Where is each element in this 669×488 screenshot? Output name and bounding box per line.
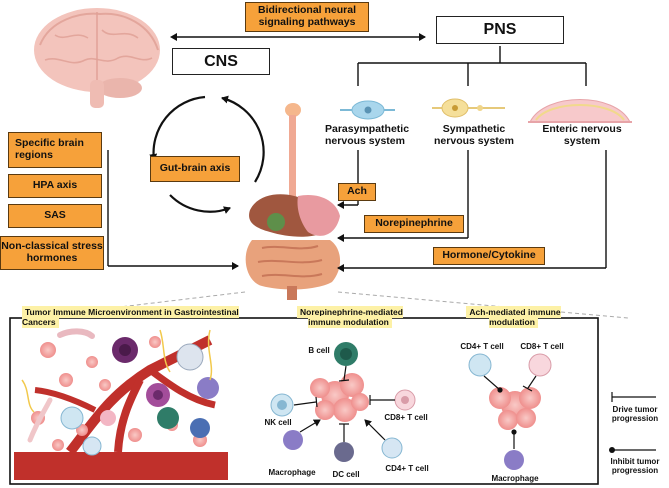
ach-macrophage-label: Macrophage	[491, 474, 539, 483]
ach-label: Ach	[338, 183, 376, 201]
macrophage-label: Macrophage	[268, 468, 316, 477]
hormone-cytokine-label: Hormone/Cytokine	[433, 247, 545, 265]
cd8-t-cell-label: CD8+ T cell	[384, 413, 428, 422]
ne-panel-title: Norepinephrine-mediated immune modulatio…	[290, 306, 410, 328]
cd4-t-cell-label: CD4+ T cell	[385, 464, 429, 473]
brain-factor-specific-regions: Specific brain regions	[8, 132, 102, 168]
ach-panel-title: Ach-mediated immune modulation	[456, 306, 571, 328]
ach-panel-title-text: Ach-mediated immune modulation	[466, 306, 561, 328]
sympathetic-label: Sympathetic nervous system	[434, 123, 514, 148]
ne-panel-title-text: Norepinephrine-mediated immune modulatio…	[297, 306, 403, 328]
brain-factor-sas: SAS	[8, 204, 102, 228]
dc-cell-label: DC cell	[332, 470, 360, 479]
legend-drive-label: Drive tumor progression	[611, 405, 659, 424]
bidirectional-label: Bidirectional neural signaling pathways	[245, 2, 369, 32]
enteric-label: Enteric nervous system	[542, 123, 622, 148]
parasympathetic-neuron-icon	[340, 100, 395, 120]
gut-brain-axis-label: Gut-brain axis	[150, 156, 240, 182]
tme-panel-title: Tumor Immune Microenvironment in Gastroi…	[22, 306, 252, 328]
parasympathetic-label: Parasympathetic nervous system	[325, 123, 410, 148]
ne-panel-illustration	[270, 342, 416, 462]
ach-panel-illustration	[468, 353, 552, 470]
brain-icon	[34, 8, 160, 108]
pns-box: PNS	[436, 16, 564, 44]
gi-tract-icon	[245, 103, 341, 300]
brain-factor-non-classical: Non-classical stress hormones	[0, 236, 104, 270]
sympathetic-neuron-icon	[432, 98, 505, 118]
ach-cd4-t-cell-label: CD4+ T cell	[460, 342, 504, 351]
enteric-tissue-icon	[528, 99, 632, 123]
tumor-microenvironment-illustration	[14, 328, 228, 480]
ach-cd8-t-cell-label: CD8+ T cell	[520, 342, 564, 351]
brain-factor-hpa-axis: HPA axis	[8, 174, 102, 198]
tme-panel-title-text: Tumor Immune Microenvironment in Gastroi…	[22, 306, 239, 328]
nk-cell-label: NK cell	[264, 418, 292, 427]
b-cell-label: B cell	[308, 346, 330, 355]
cns-box: CNS	[172, 48, 270, 75]
legend-inhibit-label: Inhibit tumor progression	[610, 457, 660, 476]
norepinephrine-label: Norepinephrine	[364, 215, 464, 233]
